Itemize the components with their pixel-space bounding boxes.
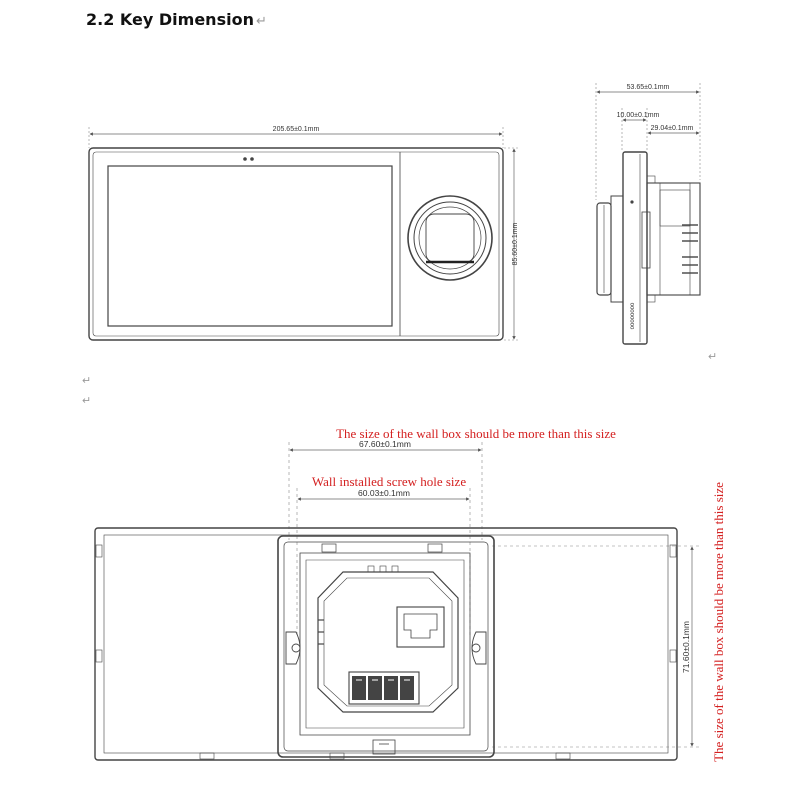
return-mark-icon: ↵ xyxy=(255,14,267,29)
screw-hole-right xyxy=(471,643,481,653)
front-width-label: 205.65±0.1mm xyxy=(273,126,320,133)
rotary-knob xyxy=(407,195,493,281)
paragraph-mark-icon: ↵ xyxy=(82,395,92,407)
back-panel-outline xyxy=(94,527,678,761)
wall-box-height-note: The size of the wall box should be more … xyxy=(711,482,726,762)
rj-connector xyxy=(396,606,445,648)
wall-box-width-label: 67.60±0.1mm xyxy=(359,439,411,449)
side-vent-dots: oooooooo xyxy=(630,302,636,329)
section-heading: 2.2 Key Dimension↵ xyxy=(86,10,267,29)
section-title: 2.2 Key Dimension xyxy=(86,10,254,29)
screw-hole-left xyxy=(291,643,301,653)
screw-hole-label: 60.03±0.1mm xyxy=(358,488,410,498)
side-back-depth-label: 29.04±0.1mm xyxy=(651,125,694,132)
front-panel-outline xyxy=(88,147,504,341)
wall-box-height-label: 71.60±0.1mm xyxy=(681,621,691,673)
side-front-depth-label: 10.00±0.1mm xyxy=(617,112,660,119)
side-view xyxy=(595,83,701,345)
screw-hole-note: Wall installed screw hole size xyxy=(312,474,466,489)
front-view xyxy=(88,127,520,341)
side-back-box xyxy=(646,182,701,296)
paragraph-mark-icon: ↵ xyxy=(82,375,92,387)
display-screen xyxy=(107,165,393,327)
wall-box-width-note: The size of the wall box should be more … xyxy=(336,426,616,441)
front-height-label: 85.60±0.1mm xyxy=(512,222,519,265)
back-housing xyxy=(317,571,459,713)
side-depth-total-label: 53.65±0.1mm xyxy=(627,84,670,91)
paragraph-mark-icon: ↵ xyxy=(708,351,718,363)
mounting-plate xyxy=(277,535,495,758)
back-view xyxy=(94,442,700,761)
terminal-block xyxy=(348,671,420,705)
